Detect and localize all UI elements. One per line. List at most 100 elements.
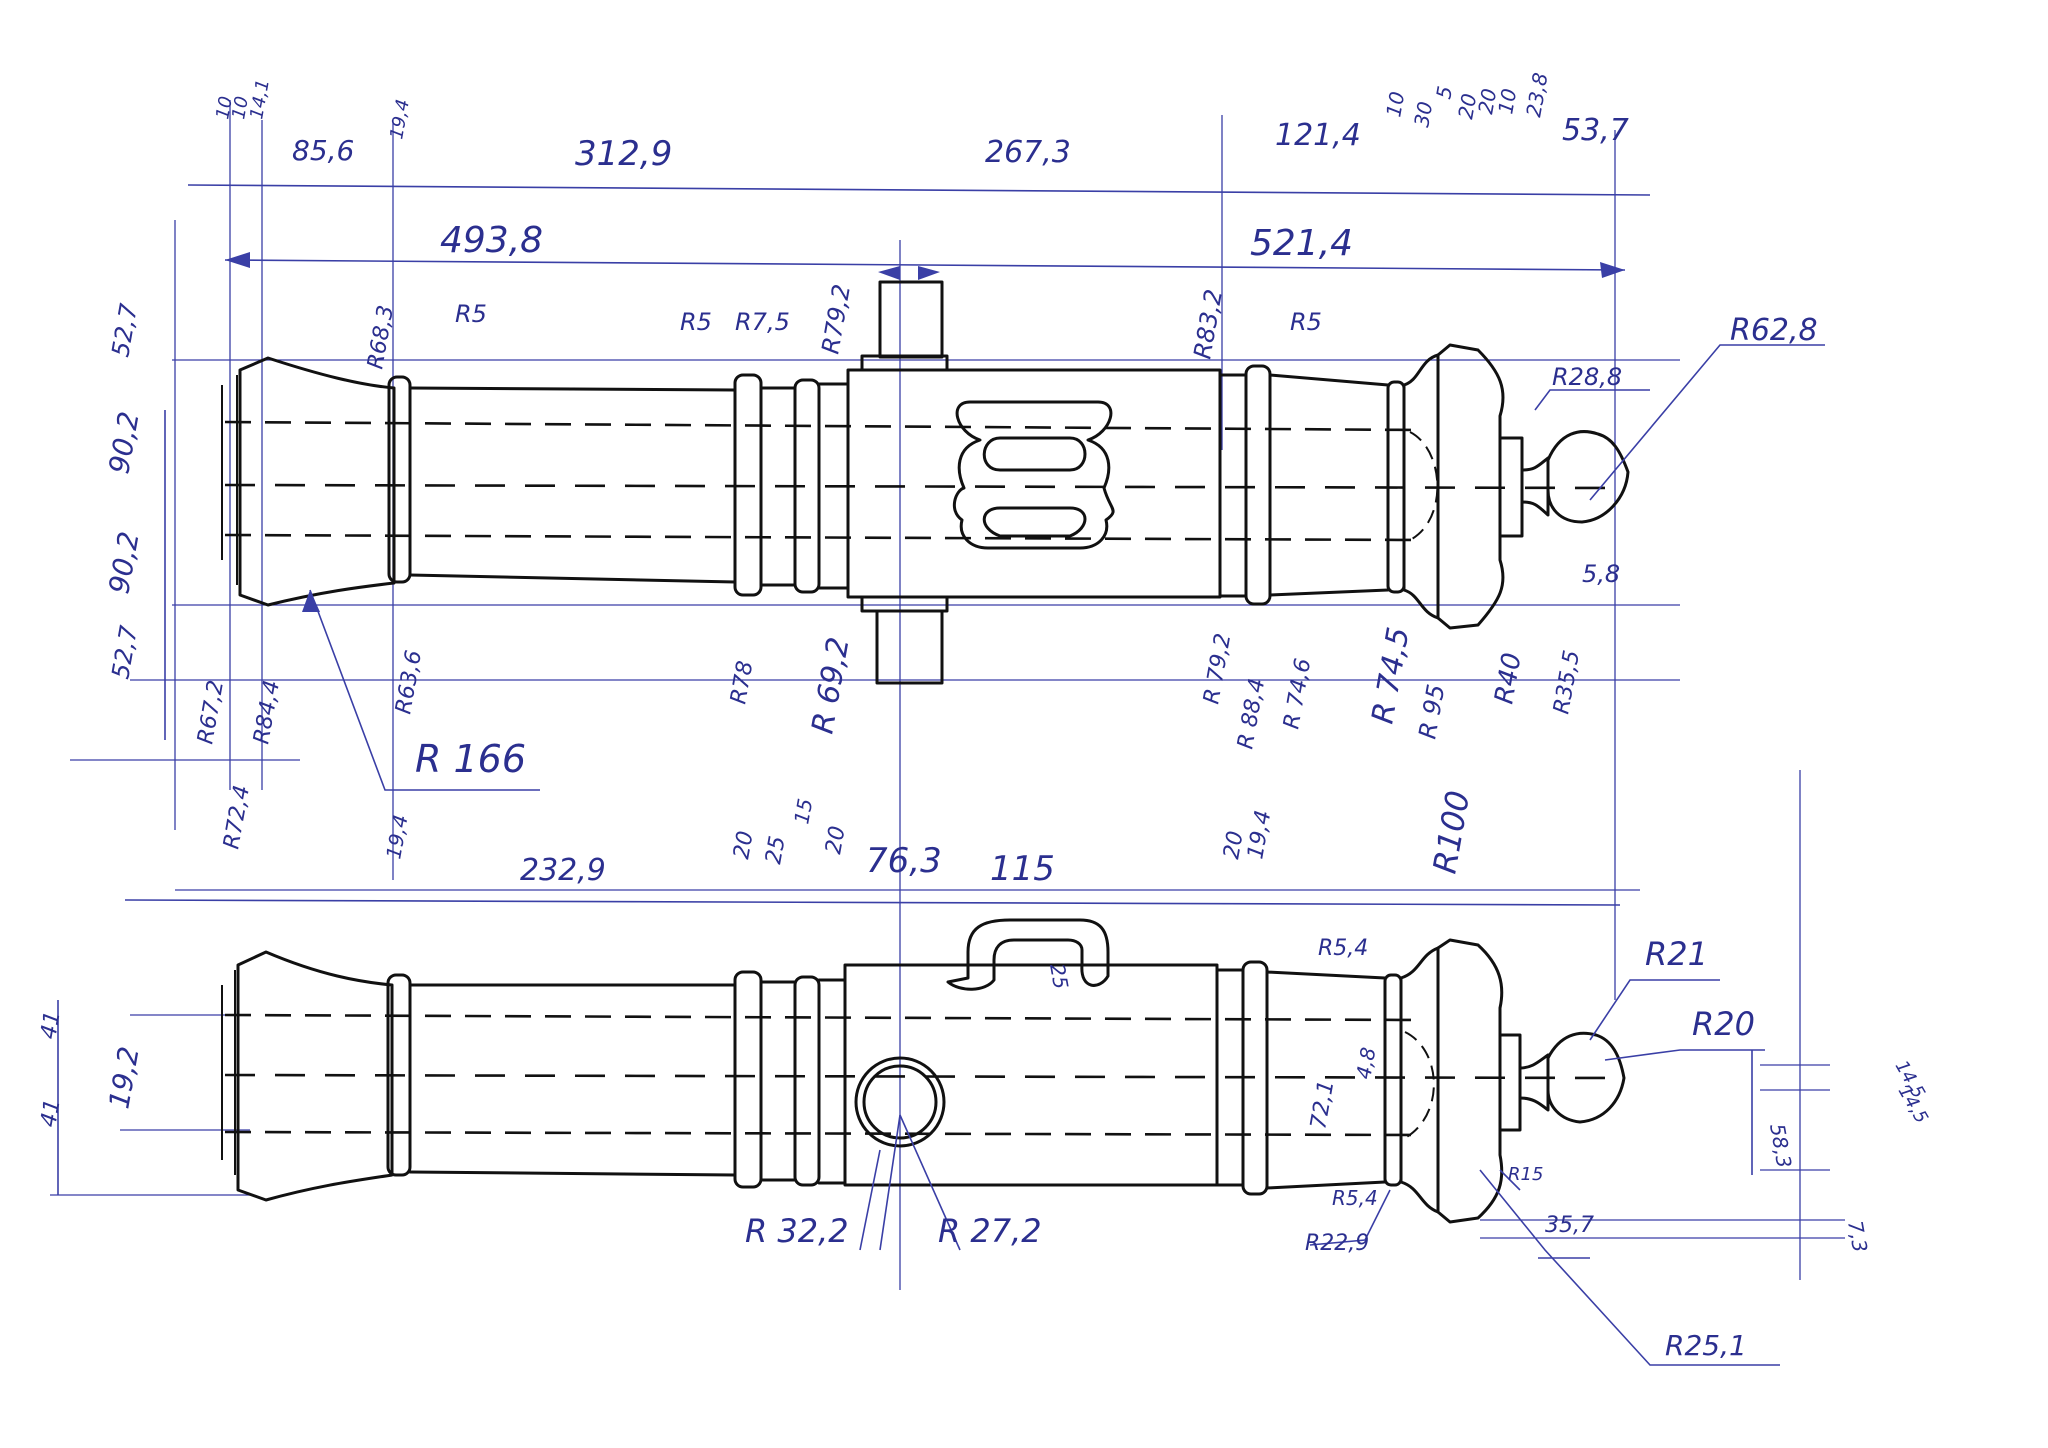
side-axis	[224, 1073, 1626, 1080]
side-trunnion-outer	[854, 1056, 946, 1148]
side-dim-5: 20	[821, 824, 850, 856]
dim-chain-8: 10	[1381, 90, 1409, 119]
side-dim-2: 20	[729, 829, 758, 861]
top-chase	[408, 386, 737, 584]
r166: R 166	[415, 737, 526, 781]
side-breech-arc	[1404, 1031, 1435, 1139]
top-ring-4	[1244, 364, 1272, 606]
handle-dim: 25	[1045, 962, 1073, 991]
side-dim-4: 15	[789, 797, 817, 826]
dim-521-4: 521,4	[1250, 223, 1353, 264]
top-reinforce-2	[817, 382, 850, 590]
dim-4-8: 4,8	[1351, 1045, 1380, 1080]
dim-chain-4: 19,4	[386, 98, 414, 141]
r15: R15	[1508, 1164, 1543, 1185]
side-dim-8: 20	[1219, 829, 1248, 861]
top-axis	[224, 483, 1626, 490]
side-dim-3: 25	[761, 834, 790, 866]
dim-chain-1: 10	[228, 95, 253, 121]
top-view	[221, 280, 1630, 685]
r21: R21	[1645, 935, 1708, 973]
side-cascabel-knob	[1546, 1031, 1626, 1124]
dim-chain-7: 121,4	[1275, 118, 1361, 153]
r5-a: R5	[455, 300, 487, 328]
r95: R 95	[1413, 682, 1450, 741]
side-breech-block	[1436, 938, 1504, 1224]
top-ring-1	[387, 375, 412, 584]
side-base-fillet	[1383, 973, 1403, 1187]
side-cascabel-flare	[1399, 946, 1440, 1214]
side-ring-2	[733, 970, 763, 1189]
r100: R100	[1425, 788, 1477, 877]
dim-7-3: 7,3	[1843, 1219, 1872, 1254]
side-reinforce-1	[759, 980, 797, 1182]
r40: R40	[1489, 651, 1527, 707]
r35-5: R35,5	[1549, 648, 1585, 716]
r32-2: R 32,2	[745, 1212, 849, 1250]
side-trunnion-band	[843, 963, 1219, 1187]
dim-5-8: 5,8	[1582, 560, 1620, 588]
top-trunnion-band	[846, 368, 1222, 599]
side-dim-9: 19,4	[1243, 808, 1276, 861]
dim-chain-6: 267,3	[985, 135, 1071, 170]
r63-6: R63,6	[391, 648, 427, 716]
r68-3: R68,3	[363, 303, 399, 371]
dim-left-0: 52,7	[106, 301, 143, 359]
side-bore-upper	[224, 1013, 1421, 1022]
r78: R78	[726, 659, 758, 706]
r7-5: R7,5	[735, 308, 790, 336]
r5-4-top: R5,4	[1318, 936, 1368, 961]
side-chase	[408, 983, 737, 1177]
dim-left-3: 52,7	[106, 623, 143, 681]
r84-4: R84,4	[249, 678, 285, 746]
side-cascabel-neck	[1498, 1033, 1522, 1132]
r22-9: R22,9	[1305, 1231, 1369, 1256]
dim-chain-10: 5	[1431, 84, 1457, 101]
leader-lines	[302, 344, 1825, 1366]
r28-8: R28,8	[1552, 363, 1622, 391]
side-reinforce-2	[817, 978, 847, 1185]
top-bore-lower	[224, 533, 1421, 542]
top-trunnion-upper-collar	[860, 354, 949, 372]
side-dim-7: 115	[990, 849, 1055, 889]
top-reinforce-1	[759, 386, 797, 587]
dim-left-1: 90,2	[102, 409, 145, 476]
dim-chain-2: 14,1	[246, 78, 274, 121]
dim-chain-0: 10	[212, 95, 237, 121]
dim-58-3: 58,3	[1765, 1122, 1796, 1170]
r72-4: R72,4	[219, 783, 255, 851]
r74-6: R 74,6	[1279, 657, 1316, 732]
top-muzzle-bell	[238, 356, 396, 607]
side-left-1: 41	[36, 1097, 65, 1129]
dim-chain-12: 20	[1473, 87, 1501, 116]
top-breech-arc	[1409, 431, 1439, 541]
r74-5: R 74,5	[1365, 625, 1416, 727]
r79-2: R79,2	[816, 282, 856, 356]
dim-72-1: 72,1	[1306, 1078, 1339, 1131]
dim-chain-13: 10	[1493, 87, 1521, 116]
r20: R20	[1692, 1005, 1755, 1043]
side-dim-6: 76,3	[866, 841, 942, 881]
side-cascabel-stem	[1518, 1053, 1550, 1112]
side-left-0: 41	[36, 1009, 65, 1041]
side-view	[221, 918, 1626, 1224]
side-left-2: 19,2	[102, 1044, 145, 1111]
side-ring-3	[793, 975, 821, 1187]
side-dim-1: 232,9	[520, 853, 606, 888]
r5-b: R5	[680, 308, 712, 336]
top-trunnion-upper	[878, 280, 944, 359]
top-dolphin-outline	[952, 400, 1115, 550]
side-base-ring	[1265, 970, 1387, 1190]
extension-lines	[50, 100, 1845, 1290]
r27-2: R 27,2	[938, 1212, 1042, 1250]
top-trunnion-lower-collar	[860, 595, 949, 613]
r62-8: R62,8	[1730, 313, 1818, 348]
r79-2-b: R 79,2	[1199, 632, 1236, 707]
r88-4: R 88,4	[1233, 677, 1270, 752]
side-trunnion-inner	[862, 1064, 938, 1140]
top-cascabel-neck	[1498, 436, 1524, 538]
r5-c: R5	[1290, 308, 1322, 336]
r5-4-bottom: R5,4	[1332, 1186, 1378, 1210]
side-dolphin-handle	[946, 918, 1110, 991]
